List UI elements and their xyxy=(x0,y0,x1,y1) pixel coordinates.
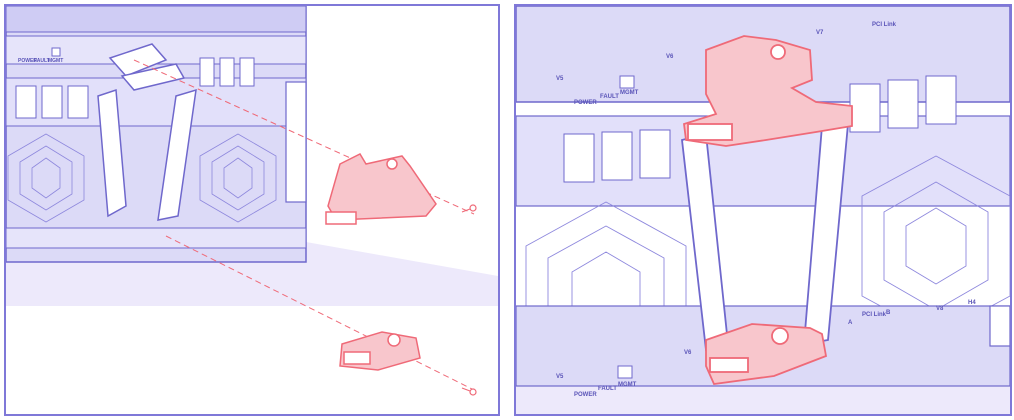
mgmt-port-top xyxy=(619,75,635,89)
mgmt-label: MGMT xyxy=(48,58,63,64)
power-label: POWER xyxy=(18,58,37,64)
v5-top-label: V5 xyxy=(556,76,564,82)
rack-ear-right xyxy=(989,305,1010,347)
pci-link-bottom-label: PCI Link xyxy=(862,312,887,318)
mgmt-port xyxy=(51,47,61,57)
psu-slot-6 xyxy=(239,57,255,87)
a-bottom-label: A xyxy=(848,320,853,326)
psu-r-1 xyxy=(563,133,595,183)
screw-bottom xyxy=(461,387,477,396)
psu-slot-3 xyxy=(67,85,89,119)
power-bottom-label: POWER xyxy=(574,392,597,398)
left-illustration-panel: POWER FAULT MGMT xyxy=(4,4,500,416)
fan-grille-left xyxy=(7,133,85,223)
fault-top-label: FAULT xyxy=(600,94,619,100)
screw-top xyxy=(461,204,477,213)
bottom-bracket-highlight xyxy=(705,323,828,385)
psu-slot-2 xyxy=(41,85,63,119)
psu-r-4 xyxy=(849,83,881,133)
power-top-label: POWER xyxy=(574,100,597,106)
installed-handle xyxy=(97,43,197,221)
psu-slot-1 xyxy=(15,85,37,119)
fault-label: FAULT xyxy=(34,58,50,64)
v5-bottom-label: V5 xyxy=(556,374,564,380)
rack-ear xyxy=(285,81,307,203)
psu-r-3 xyxy=(639,129,671,179)
top-module-row xyxy=(6,6,307,33)
top-bracket-highlight xyxy=(683,35,853,147)
left-installation-drawing: POWER FAULT MGMT xyxy=(6,6,498,396)
mgmt-port-bottom xyxy=(617,365,633,379)
psu-slot-5 xyxy=(219,57,235,87)
mgmt-bottom-label: MGMT xyxy=(618,382,637,388)
psu-r-6 xyxy=(925,75,957,125)
psu-r-5 xyxy=(887,79,919,129)
psu-r-2 xyxy=(601,131,633,181)
right-illustration-panel: V5 V6 V7 PCI Link POWER FAULT MGMT V5 V6… xyxy=(514,4,1012,416)
v7-label: V7 xyxy=(816,30,824,36)
detached-bottom-bracket xyxy=(339,331,421,371)
pci-link-top-label: PCI Link xyxy=(872,22,897,28)
h4-label: H4 xyxy=(968,300,976,306)
fan-grille-right xyxy=(199,133,277,223)
bottom-status-row xyxy=(6,227,307,249)
fault-bottom-label: FAULT xyxy=(598,386,617,392)
right-closeup-drawing: V5 V6 V7 PCI Link POWER FAULT MGMT V5 V6… xyxy=(516,6,1010,414)
v6-top-label: V6 xyxy=(666,54,674,60)
v6-bottom-label: V6 xyxy=(684,350,692,356)
detached-top-bracket xyxy=(325,153,437,225)
mgmt-top-label: MGMT xyxy=(620,90,639,96)
b-bottom-label: B xyxy=(886,310,891,316)
v8-label: V8 xyxy=(936,306,944,312)
psu-slot-4 xyxy=(199,57,215,87)
